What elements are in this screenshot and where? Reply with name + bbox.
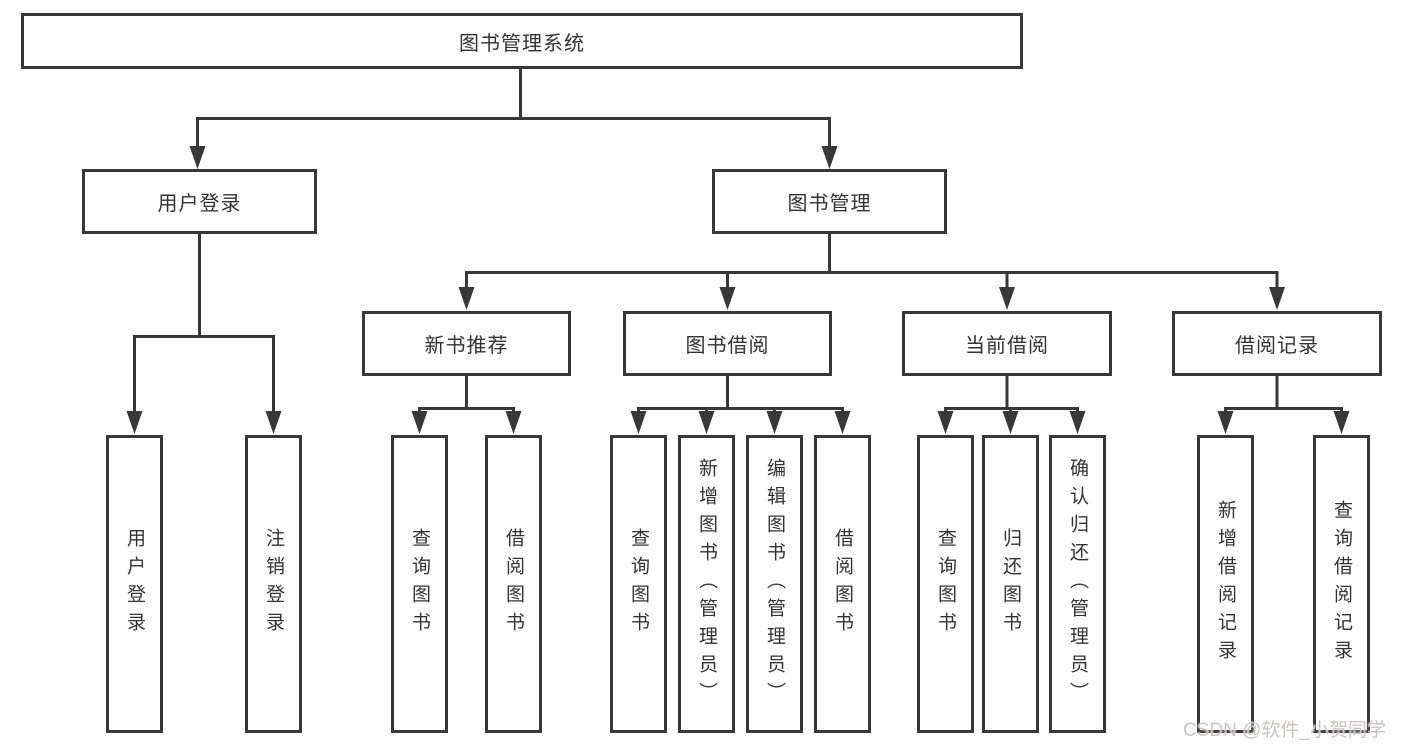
node-user-login-label: 用户登录 [157, 193, 242, 215]
leaf-borrow-books: 借阅图书 [814, 435, 871, 733]
node-book-borrowing-label: 图书借阅 [685, 335, 770, 357]
leaf-label: 新增借阅记录 [1215, 500, 1236, 668]
csdn-watermark: CSDN @软件_小贺同学 [1183, 720, 1386, 741]
leaf-logout-label: 注销登录 [263, 528, 284, 640]
leaf-return-books: 归还图书 [982, 435, 1039, 733]
leaf-query-books-borrow: 查询图书 [610, 435, 667, 733]
leaf-label: 借阅图书 [832, 528, 853, 640]
node-new-book-recommend: 新书推荐 [362, 311, 571, 376]
leaf-user-login-label: 用户登录 [124, 528, 145, 640]
leaf-confirm-return-admin: 确认归还（管理员） [1049, 435, 1106, 733]
leaf-query-books-current: 查询图书 [917, 435, 974, 733]
leaf-borrow-books-recommend: 借阅图书 [485, 435, 542, 733]
node-current-borrowing-label: 当前借阅 [965, 335, 1049, 357]
node-book-borrowing: 图书借阅 [623, 311, 832, 376]
leaf-edit-books-admin: 编辑图书（管理员） [746, 435, 803, 733]
leaf-logout: 注销登录 [245, 435, 302, 733]
leaf-label: 编辑图书（管理员） [764, 458, 785, 710]
node-borrowing-records: 借阅记录 [1172, 311, 1382, 376]
node-book-management-label: 图书管理 [787, 193, 872, 215]
leaf-add-borrow-record: 新增借阅记录 [1197, 435, 1254, 733]
leaf-label: 查询图书 [935, 528, 956, 640]
leaf-query-borrow-record: 查询借阅记录 [1313, 435, 1370, 733]
leaf-label: 借阅图书 [503, 528, 524, 640]
leaf-label: 查询图书 [628, 528, 649, 640]
node-root-label: 图书管理系统 [459, 32, 585, 55]
leaf-label: 查询借阅记录 [1331, 500, 1352, 668]
leaf-label: 新增图书（管理员） [696, 458, 717, 710]
node-new-book-recommend-label: 新书推荐 [424, 335, 509, 357]
leaf-label: 归还图书 [1000, 528, 1021, 640]
leaf-query-books-recommend: 查询图书 [391, 435, 448, 733]
leaf-label: 确认归还（管理员） [1067, 458, 1088, 710]
leaf-add-books-admin: 新增图书（管理员） [678, 435, 735, 733]
node-root: 图书管理系统 [21, 13, 1023, 69]
node-borrowing-records-label: 借阅记录 [1235, 335, 1319, 357]
arrowhead-icons [126, 146, 1350, 434]
node-current-borrowing: 当前借阅 [902, 311, 1112, 376]
node-user-login: 用户登录 [82, 169, 317, 234]
leaf-label: 查询图书 [409, 528, 430, 640]
node-book-management: 图书管理 [712, 169, 947, 234]
leaf-user-login: 用户登录 [106, 435, 163, 733]
